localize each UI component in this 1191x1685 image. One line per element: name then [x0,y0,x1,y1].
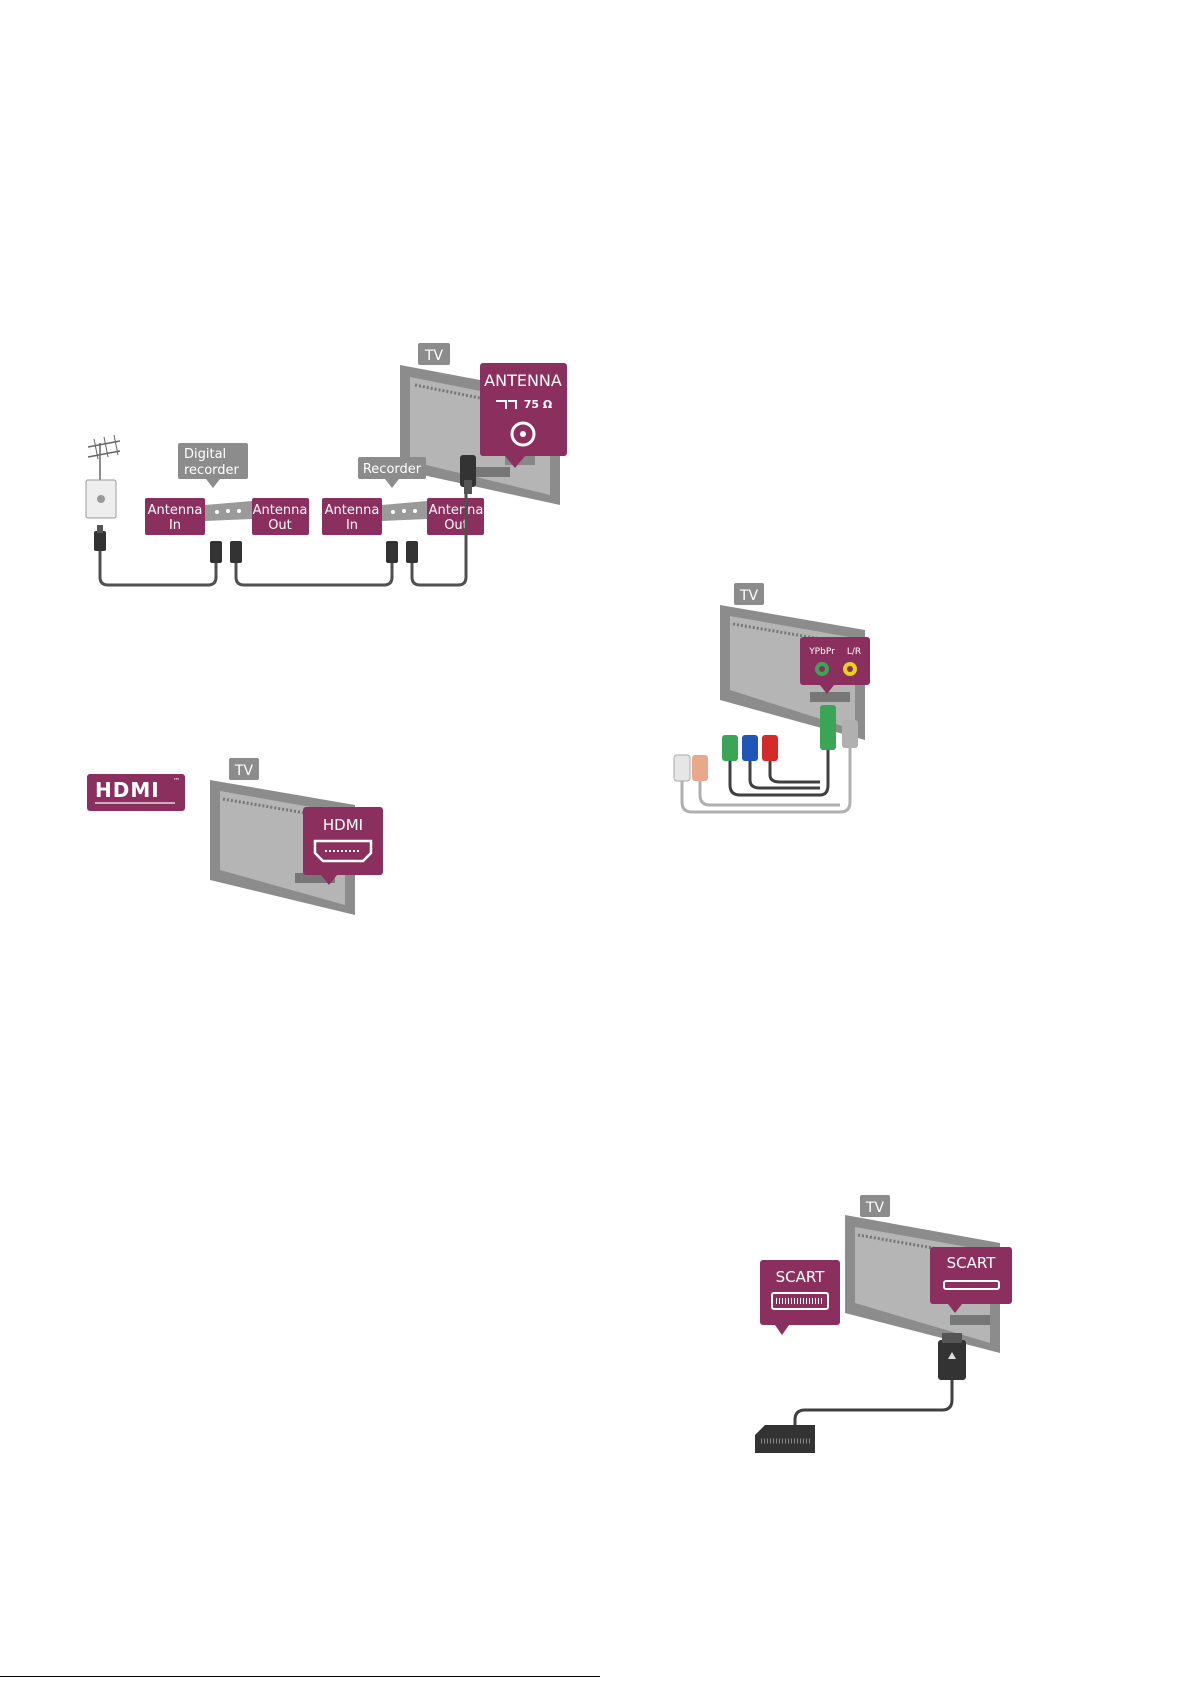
tv-scart-plug [938,1333,966,1380]
component-plugs [674,705,858,781]
device-scart-port-callout: SCART [760,1260,840,1335]
svg-text:YPbPr: YPbPr [808,647,835,657]
svg-text:Digital: Digital [184,447,226,462]
recorder-antenna-out: Antenna Out [427,498,484,535]
coax-plugs [210,541,418,563]
antenna-port-callout: ANTENNA 75 Ω [480,363,567,468]
svg-text:Out: Out [444,518,468,533]
svg-text:In: In [346,518,358,533]
tv-tag: TV [229,758,259,780]
svg-text:ANTENNA: ANTENNA [484,371,562,390]
wall-socket-icon [86,480,116,551]
digital-recorder-antenna-in: Antenna In [145,498,205,535]
tv-scart-port-callout: SCART [930,1247,1012,1313]
tv-antenna-plug [460,455,476,494]
hdmi-logo-text: HDMI [95,778,160,802]
recorder-antenna-in: Antenna In [322,498,382,535]
hdmi-connection-diagram: TV HDMI [205,755,395,920]
antenna-icon [88,435,120,485]
svg-text:TV: TV [739,588,759,604]
device-scart-plug [755,1425,815,1453]
svg-text:TV: TV [424,348,444,364]
svg-text:Recorder: Recorder [363,462,422,477]
svg-text:HDMI: HDMI [323,816,363,834]
hdmi-port-callout: HDMI [303,807,383,885]
scart-cable [795,1380,952,1427]
svg-text:Antenna: Antenna [148,503,203,518]
hdmi-logo: HDMI ™ [87,774,185,811]
tv-tag: TV [734,583,764,605]
svg-text:SCART: SCART [776,1268,826,1286]
digital-recorder-tag: Digital recorder [178,443,248,488]
svg-text:recorder: recorder [184,463,240,478]
recorder-tag: Recorder [358,457,426,488]
svg-text:TV: TV [865,1200,885,1216]
svg-text:75 Ω: 75 Ω [524,398,553,411]
antenna-recorder-diagram: TV ANTENNA 75 Ω Digital recorder [80,335,580,635]
footer-rule [0,1676,600,1677]
ypbpr-connection-diagram: TV YPbPr L/R [660,580,880,825]
svg-text:In: In [169,518,181,533]
tv-tag: TV [418,343,450,365]
svg-text:SCART: SCART [947,1254,997,1272]
hdmi-logo-tm: ™ [173,777,180,785]
scart-connection-diagram: TV SCART SCART [745,1195,1020,1460]
svg-text:Antenna: Antenna [325,503,380,518]
svg-text:Antenna: Antenna [253,503,308,518]
tv-tag: TV [860,1195,890,1217]
svg-text:Out: Out [268,518,292,533]
digital-recorder-antenna-out: Antenna Out [252,498,309,535]
svg-text:Antenna: Antenna [429,503,484,518]
svg-text:L/R: L/R [847,647,861,657]
svg-text:TV: TV [234,763,254,779]
